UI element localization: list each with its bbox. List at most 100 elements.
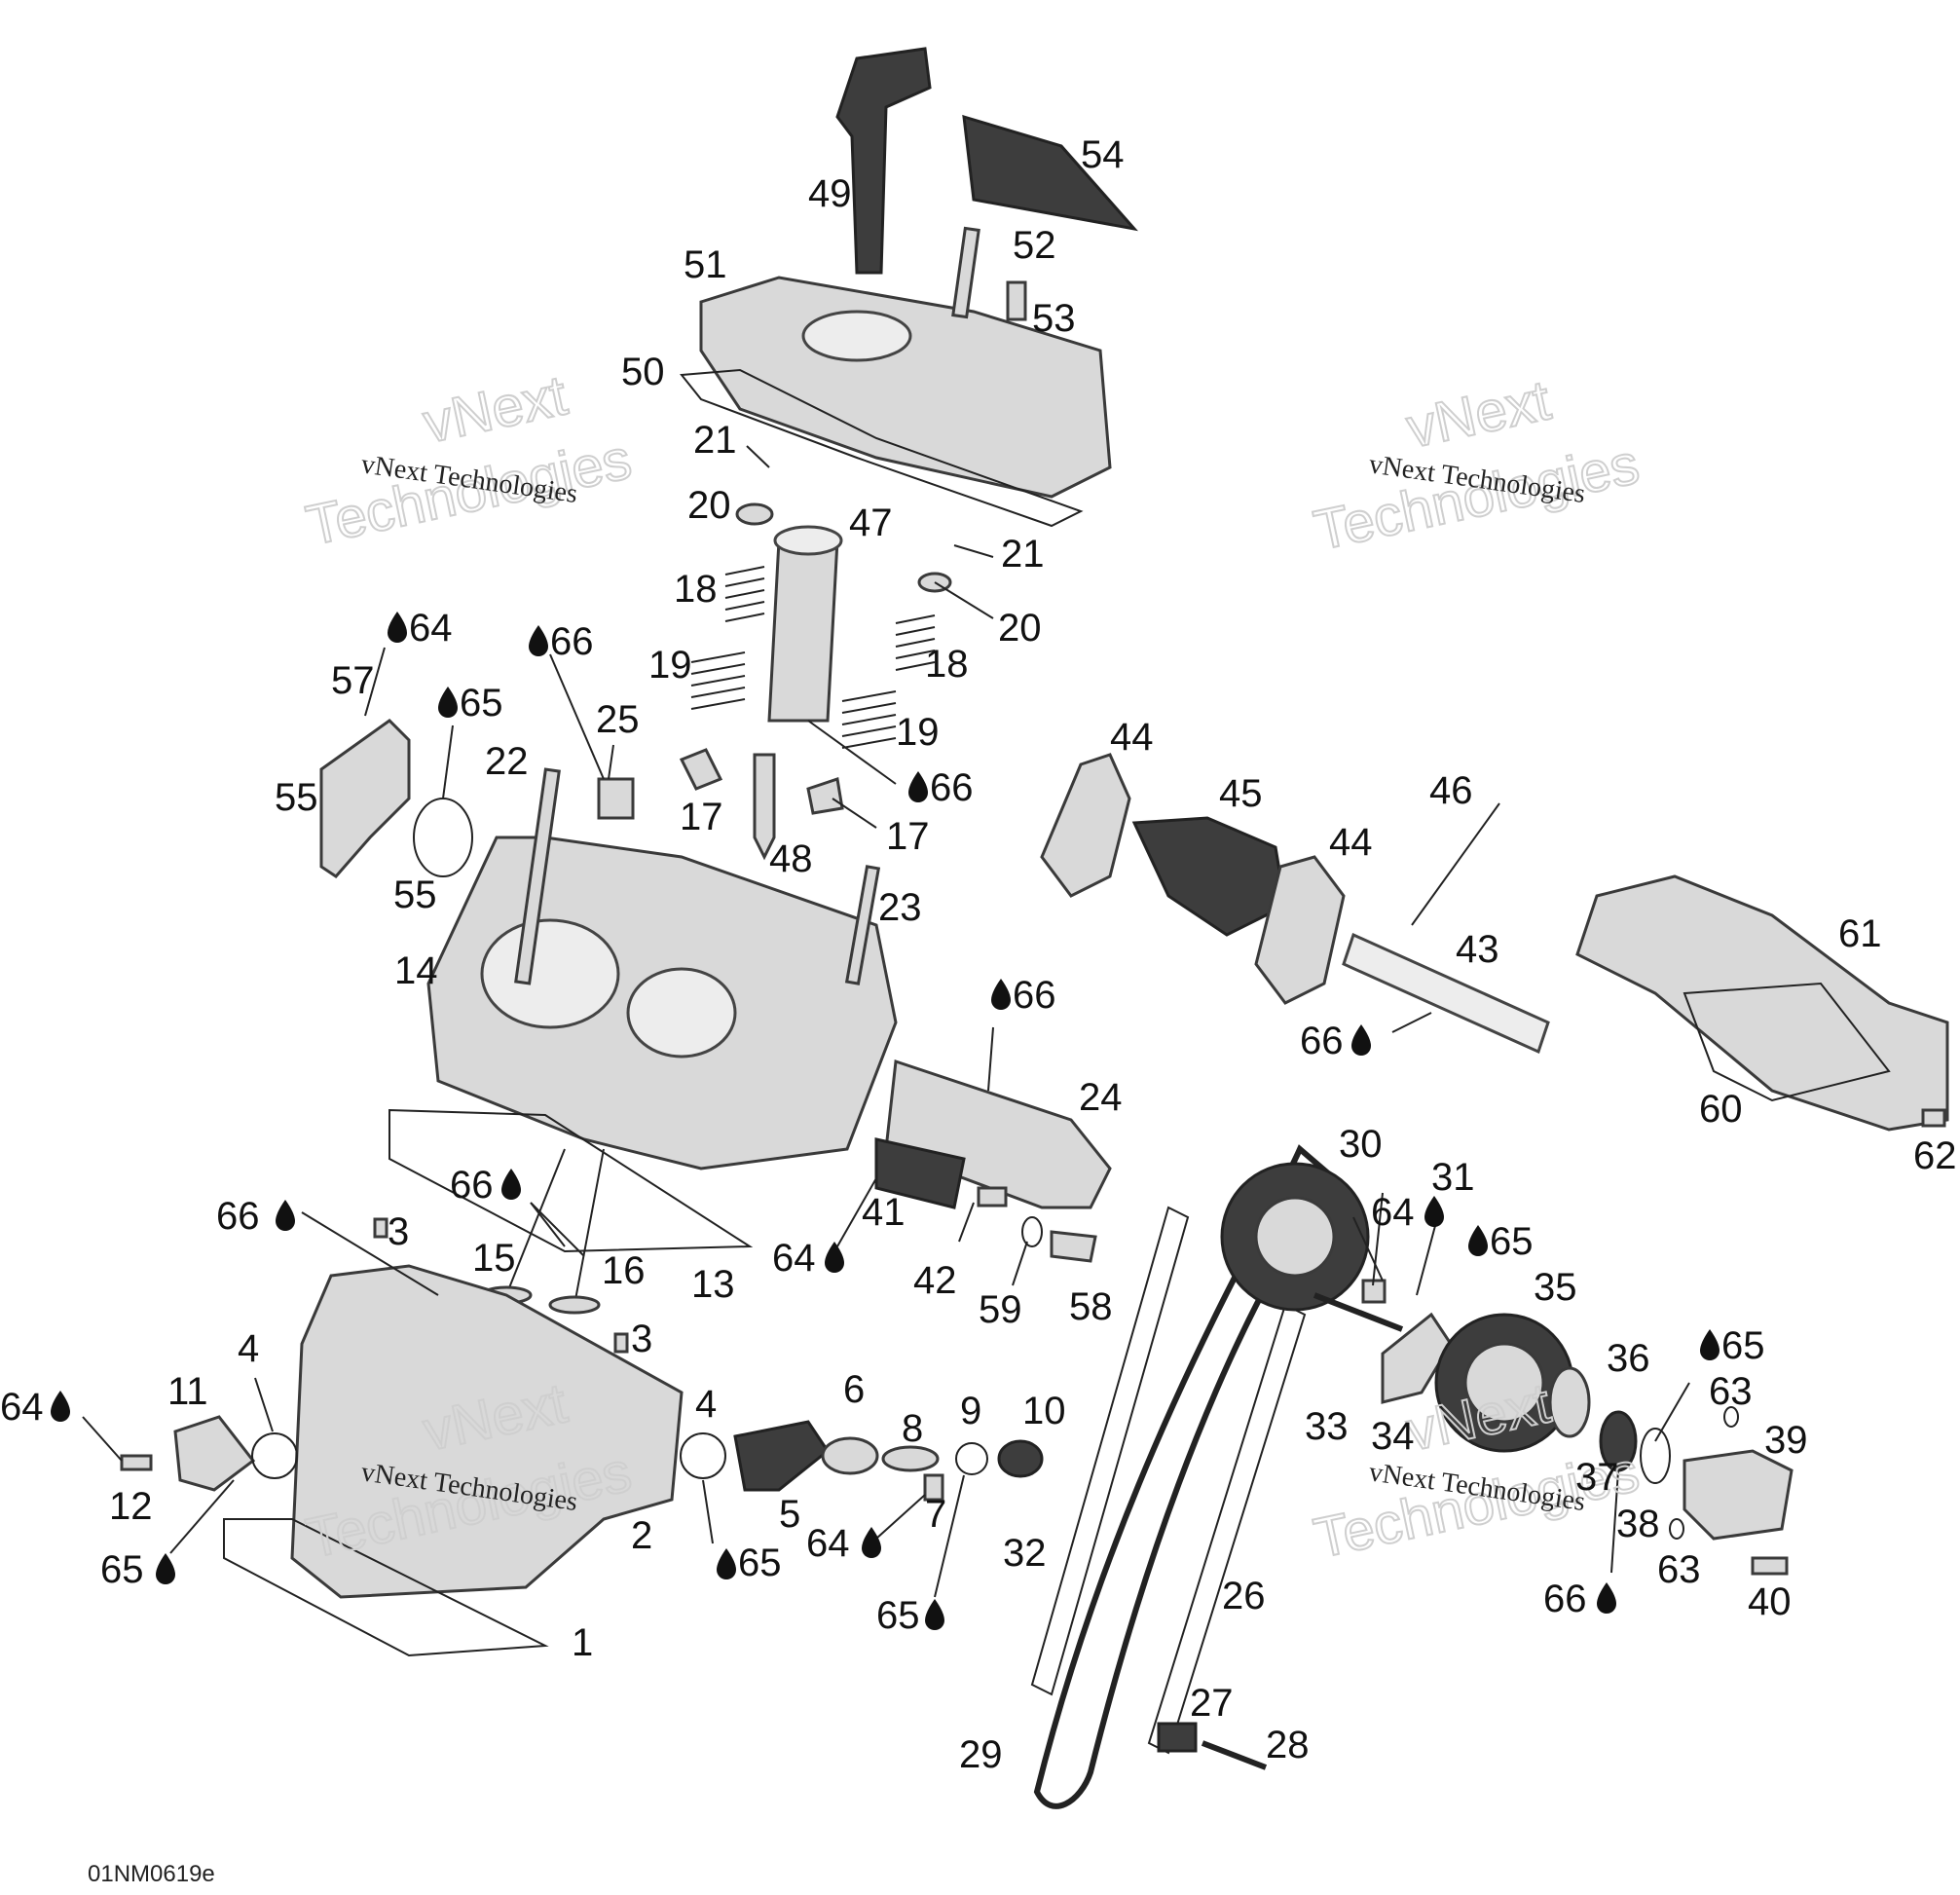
- callout-66: 66: [1543, 1578, 1587, 1620]
- bolt-40: [1751, 1556, 1789, 1576]
- callout-66: 66: [216, 1195, 260, 1238]
- callout-44: 44: [1110, 716, 1154, 759]
- callout-47: 47: [849, 502, 893, 544]
- callout-2: 2: [631, 1514, 652, 1557]
- spring-33: [1313, 1292, 1404, 1332]
- watermark-top-right: vNext Technologies vNext Technologies: [1308, 367, 1646, 563]
- pin-3b: [613, 1332, 629, 1354]
- callout-7: 7: [925, 1493, 946, 1536]
- bolt-52: [951, 226, 980, 319]
- callout-45: 45: [1219, 772, 1263, 815]
- callout-64: 64: [409, 607, 453, 650]
- callout-10: 10: [1022, 1390, 1066, 1432]
- oil-drop-icon: [908, 771, 928, 802]
- rocker-44a: [1040, 753, 1131, 898]
- stud-22: [514, 767, 561, 985]
- callout-64: 64: [772, 1237, 816, 1280]
- callout-3: 3: [631, 1318, 652, 1360]
- part-20a: [735, 502, 774, 526]
- cover-11: [173, 1415, 256, 1492]
- callout-5: 5: [779, 1493, 800, 1536]
- callout-23: 23: [878, 886, 922, 929]
- oil-drop-icon: [388, 612, 407, 643]
- callout-29: 29: [959, 1733, 1003, 1776]
- callout-55: 55: [275, 776, 318, 819]
- callout-15: 15: [472, 1237, 516, 1280]
- oil-drop-icon: [1468, 1225, 1488, 1256]
- bolt-12: [120, 1454, 153, 1471]
- callout-54: 54: [1081, 133, 1125, 176]
- oil-drop-icons: [51, 612, 1720, 1630]
- oil-drop-icon: [991, 979, 1011, 1010]
- intake-61: [1575, 874, 1949, 1132]
- bolt-53: [1006, 280, 1027, 321]
- callout-49: 49: [808, 172, 852, 215]
- pin-3a: [373, 1217, 388, 1239]
- callout-55: 55: [393, 873, 437, 916]
- callout-65: 65: [100, 1548, 144, 1591]
- sensor-41: [874, 1137, 966, 1209]
- part-6: [821, 1436, 879, 1475]
- callout-50: 50: [621, 351, 665, 393]
- oil-drop-icon: [438, 687, 458, 718]
- shaft-43: [1342, 932, 1550, 1055]
- callout-36: 36: [1607, 1337, 1650, 1380]
- drawing-code: 01NM0619e: [88, 1861, 215, 1887]
- callout-34: 34: [1371, 1415, 1415, 1458]
- callout-22: 22: [485, 740, 529, 783]
- callout-26: 26: [1222, 1575, 1266, 1617]
- part-17a: [679, 748, 723, 791]
- o-ring-55: [413, 798, 473, 877]
- callout-labels: 1 2 3 3 4 4 5 6 7 8 9 10 11 12 13 14 15 …: [0, 133, 1957, 1776]
- callout-30: 30: [1339, 1123, 1383, 1166]
- oil-drop-icon: [825, 1242, 844, 1273]
- base-gasket-1: [223, 1518, 549, 1657]
- oil-drop-icon: [1597, 1582, 1616, 1614]
- callout-13: 13: [691, 1263, 735, 1306]
- callout-4: 4: [238, 1327, 259, 1370]
- callout-66: 66: [930, 766, 974, 809]
- callout-64: 64: [1371, 1191, 1415, 1234]
- callout-60: 60: [1699, 1088, 1743, 1131]
- callout-6: 6: [843, 1368, 865, 1411]
- oil-drop-icon: [862, 1527, 881, 1558]
- spark-plug-48: [753, 753, 776, 861]
- stud-23: [844, 865, 881, 985]
- callout-63: 63: [1657, 1548, 1701, 1591]
- oil-drop-icon: [925, 1599, 944, 1630]
- oil-drop-icon: [1700, 1329, 1720, 1360]
- rod-46: [1411, 802, 1500, 926]
- callout-14: 14: [394, 949, 438, 992]
- oil-drop-icon: [156, 1553, 175, 1584]
- part-27: [1157, 1722, 1198, 1753]
- callout-17: 17: [680, 796, 723, 838]
- callout-63: 63: [1709, 1370, 1753, 1413]
- gasket-60: [1683, 982, 1891, 1102]
- part-8: [881, 1445, 940, 1472]
- callout-20: 20: [687, 484, 731, 527]
- oil-drop-icon: [1424, 1196, 1444, 1227]
- callout-3: 3: [388, 1210, 409, 1253]
- callout-66: 66: [1013, 974, 1056, 1017]
- callout-59: 59: [979, 1288, 1022, 1331]
- guide-32: [1030, 1206, 1190, 1696]
- callout-18: 18: [674, 568, 718, 611]
- o-ring-63a: [1723, 1406, 1739, 1428]
- callout-12: 12: [109, 1485, 153, 1528]
- callout-66: 66: [550, 620, 594, 663]
- callout-58: 58: [1069, 1285, 1113, 1328]
- callout-65: 65: [460, 682, 503, 725]
- callout-61: 61: [1838, 912, 1882, 955]
- head-gasket-13: [388, 1108, 754, 1253]
- o-ring-4b: [680, 1432, 726, 1479]
- svg-text:Technologies: Technologies: [1309, 432, 1645, 563]
- oil-drop-icon: [717, 1548, 736, 1579]
- rocker-45: [1131, 816, 1287, 937]
- callout-31: 31: [1431, 1156, 1475, 1199]
- callout-38: 38: [1616, 1503, 1660, 1545]
- housing-5: [733, 1420, 831, 1492]
- plug-tube-47: [767, 539, 839, 723]
- valve-cover-gasket-50: [680, 368, 1084, 528]
- breather-tube-49: [835, 47, 932, 275]
